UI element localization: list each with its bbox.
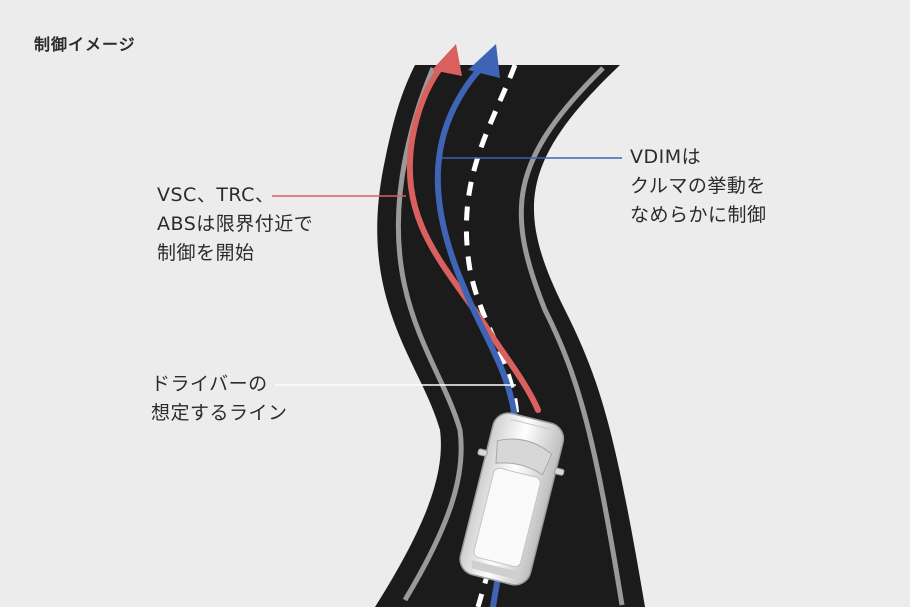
vsc-trc-abs-label: VSC、TRC、 ABSは限界付近で 制御を開始 — [157, 181, 313, 268]
winding-road — [375, 65, 645, 607]
diagram-title: 制御イメージ — [34, 35, 136, 54]
car-top-view — [459, 412, 565, 586]
road-edge-line-right — [518, 66, 625, 606]
vdim-label: VDIMは クルマの挙動を なめらかに制御 — [630, 143, 767, 230]
vsc-label-line-3: 制御を開始 — [157, 242, 255, 264]
driver-label-line-1: ドライバーの — [151, 373, 268, 395]
vsc-trc-abs-path — [406, 59, 541, 413]
vdim-label-line-1: VDIMは — [630, 146, 702, 168]
vsc-label-line-2: ABSは限界付近で — [157, 213, 314, 235]
driver-label-line-2: 想定するライン — [151, 402, 288, 424]
vsc-arrowhead — [432, 44, 462, 76]
vdim-label-line-2: クルマの挙動を — [630, 175, 766, 197]
driver-line-label: ドライバーの 想定するライン — [151, 370, 288, 428]
vdim-label-line-3: なめらかに制御 — [630, 204, 767, 226]
vsc-label-line-1: VSC、TRC、 — [157, 184, 275, 206]
vdim-arrowhead — [468, 44, 500, 78]
